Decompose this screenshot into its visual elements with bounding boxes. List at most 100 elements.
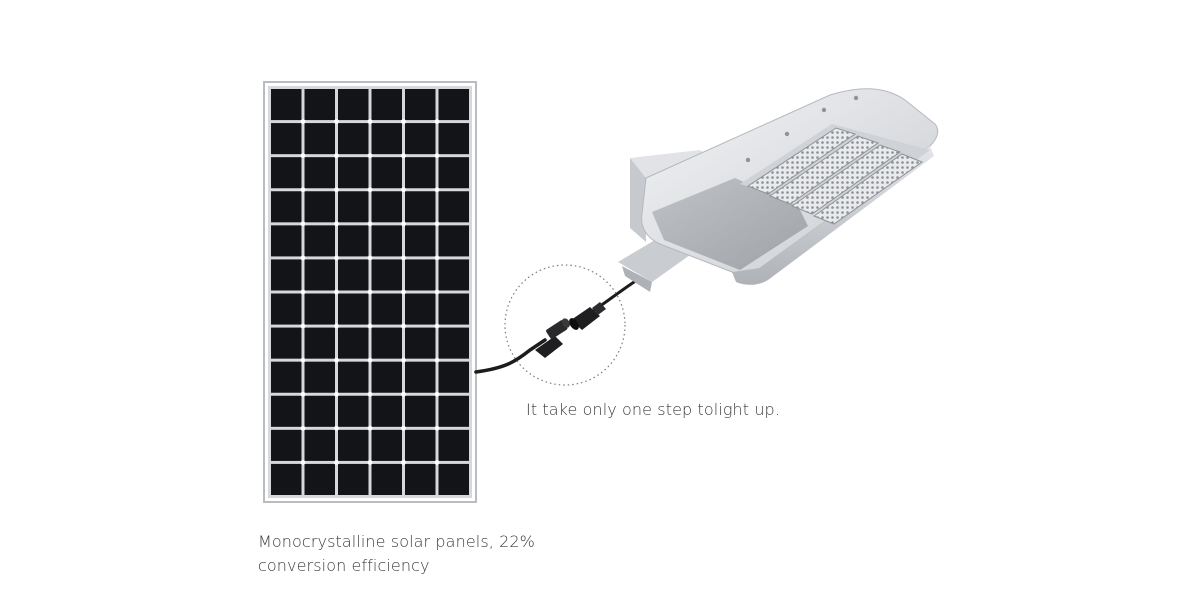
solar-cell-junction xyxy=(434,119,440,124)
connector-socket-icon xyxy=(569,302,606,330)
solar-cell xyxy=(338,191,369,223)
solar-cell xyxy=(338,259,369,291)
solar-cell-junction xyxy=(367,357,373,363)
solar-cell xyxy=(338,327,369,359)
solar-cell xyxy=(338,293,369,325)
solar-cell-junction xyxy=(434,221,440,227)
solar-cell xyxy=(438,191,469,223)
solar-cell-grid xyxy=(271,89,469,495)
solar-panel xyxy=(263,81,477,503)
solar-cell xyxy=(405,89,436,121)
solar-cell xyxy=(371,157,402,189)
solar-cell xyxy=(304,123,335,155)
solar-cell xyxy=(371,327,402,359)
solar-cell xyxy=(438,361,469,393)
solar-cell-junction xyxy=(367,119,373,124)
connector-highlight-circle xyxy=(504,264,626,386)
solar-cell xyxy=(338,89,369,121)
solar-cell-junction xyxy=(300,289,306,295)
solar-cell xyxy=(438,395,469,427)
solar-cell-junction xyxy=(434,187,440,193)
solar-cell xyxy=(405,429,436,461)
solar-cell xyxy=(405,361,436,393)
solar-cell-junction xyxy=(367,221,373,227)
solar-cell-junction xyxy=(401,221,406,227)
solar-cell xyxy=(371,191,402,223)
solar-cell-junction xyxy=(401,425,406,431)
solar-cell-junction xyxy=(434,391,440,397)
solar-cell xyxy=(271,123,302,155)
solar-cell xyxy=(405,225,436,257)
panel-cable xyxy=(474,338,547,374)
solar-cell xyxy=(304,191,335,223)
street-light xyxy=(618,88,939,292)
solar-cell xyxy=(304,395,335,427)
solar-cell xyxy=(271,259,302,291)
solar-cell xyxy=(271,293,302,325)
solar-cell xyxy=(405,327,436,359)
solar-cell xyxy=(438,225,469,257)
solar-cell xyxy=(371,429,402,461)
solar-cell-junction xyxy=(334,425,339,431)
solar-cell-junction xyxy=(300,425,306,431)
solar-cell-junction xyxy=(401,289,406,295)
solar-cell xyxy=(371,361,402,393)
solar-cell xyxy=(338,463,369,495)
solar-cell xyxy=(304,225,335,257)
panel-caption: Monocrystalline solar panels, 22% conver… xyxy=(258,530,558,578)
solar-cell-junction xyxy=(300,323,306,329)
solar-cell xyxy=(371,463,402,495)
solar-cell xyxy=(405,463,436,495)
solar-cell xyxy=(338,123,369,155)
solar-cell xyxy=(438,429,469,461)
solar-cell xyxy=(438,463,469,495)
solar-cell-junction xyxy=(334,153,339,159)
solar-cell-junction xyxy=(434,323,440,329)
solar-cell-junction xyxy=(300,357,306,363)
solar-cell xyxy=(304,89,335,121)
solar-cell-junction xyxy=(334,119,339,124)
connector-caption: It take only one step tolight up. xyxy=(526,400,781,419)
solar-cell xyxy=(438,259,469,291)
solar-cell-junction xyxy=(434,357,440,363)
solar-cell-junction xyxy=(367,460,373,465)
solar-cell-junction xyxy=(300,119,306,124)
solar-cell xyxy=(438,293,469,325)
solar-cell xyxy=(371,259,402,291)
solar-cell xyxy=(271,327,302,359)
solar-cell-junction xyxy=(334,289,339,295)
solar-cell-junction xyxy=(367,255,373,261)
solar-cell-junction xyxy=(367,289,373,295)
solar-cell xyxy=(304,463,335,495)
solar-cell-junction xyxy=(300,255,306,261)
solar-cell-junction xyxy=(300,460,306,465)
solar-cell xyxy=(371,395,402,427)
solar-cell xyxy=(271,191,302,223)
solar-cell xyxy=(271,361,302,393)
solar-cell xyxy=(304,361,335,393)
solar-cell-junction xyxy=(300,391,306,397)
solar-cell xyxy=(271,225,302,257)
led-module xyxy=(768,135,880,205)
solar-cell-junction xyxy=(300,153,306,159)
solar-cell xyxy=(438,89,469,121)
solar-cell-junction xyxy=(434,425,440,431)
solar-cell-junction xyxy=(367,187,373,193)
solar-cell-junction xyxy=(401,323,406,329)
solar-cell xyxy=(371,89,402,121)
solar-cell xyxy=(271,157,302,189)
solar-cell-junction xyxy=(434,289,440,295)
led-module xyxy=(746,127,857,195)
street-light-body-plate xyxy=(652,178,808,270)
solar-cell xyxy=(304,157,335,189)
solar-cell-junction xyxy=(334,323,339,329)
solar-cell xyxy=(371,123,402,155)
solar-cell xyxy=(405,259,436,291)
solar-cell xyxy=(438,123,469,155)
solar-cell-junction xyxy=(334,357,339,363)
solar-cell xyxy=(371,225,402,257)
solar-cell-junction xyxy=(334,255,339,261)
solar-cell-junction xyxy=(334,460,339,465)
connector-plug-icon xyxy=(535,318,571,358)
